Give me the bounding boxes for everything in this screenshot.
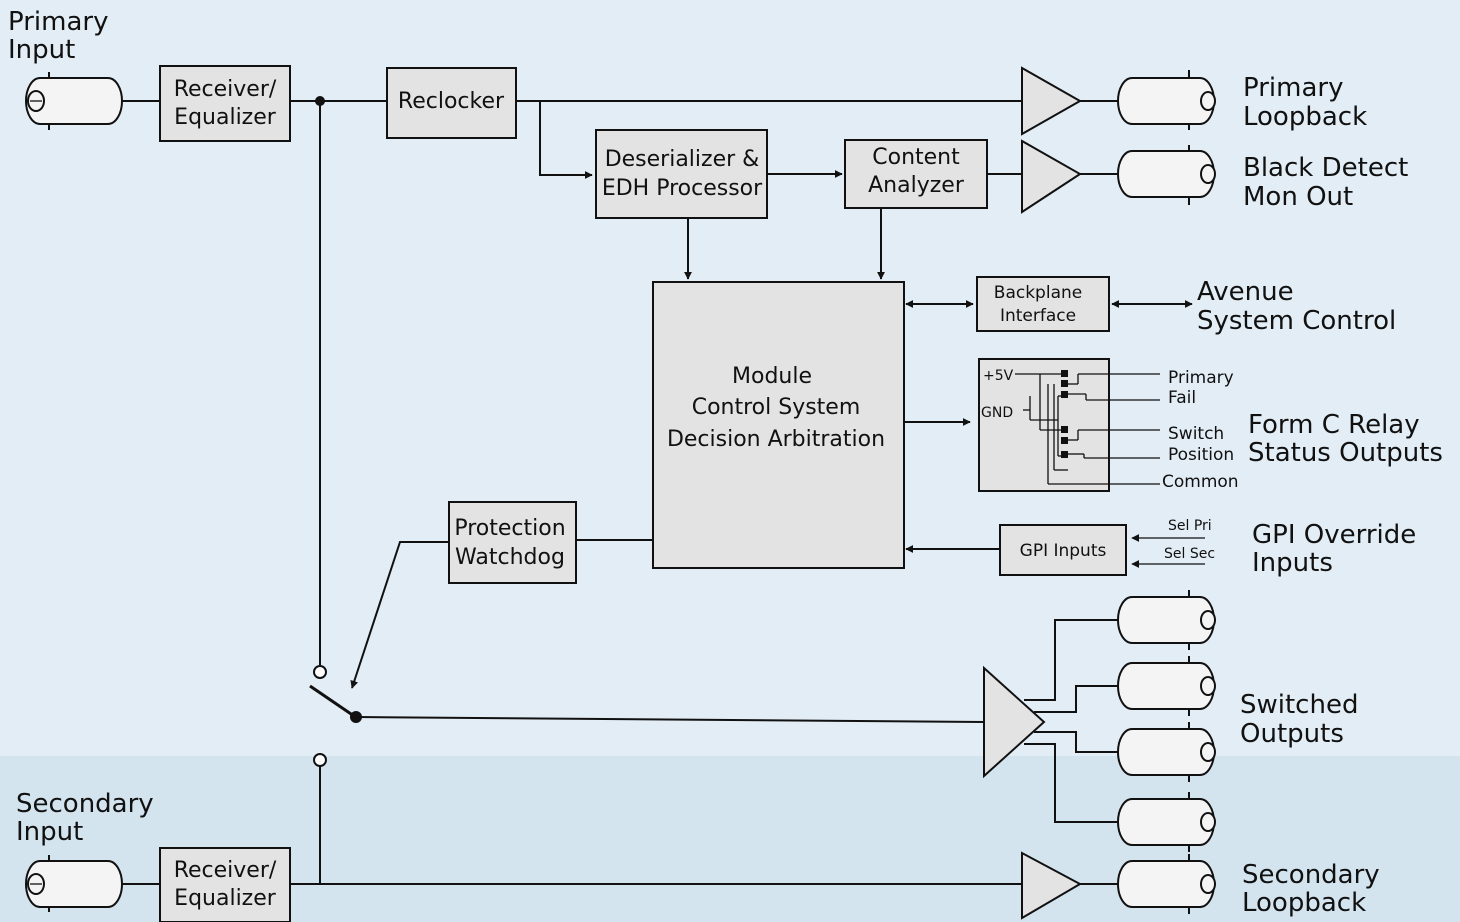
backplane-interface-block: Backplane Interface: [976, 276, 1110, 332]
secondary-loopback-connector: [1117, 854, 1216, 914]
reclocker-label: Reclocker: [398, 89, 505, 114]
avenue-line1: Avenue: [1197, 277, 1294, 307]
relay-position-label: Position: [1168, 445, 1234, 465]
primary-loopback-amplifier: [1021, 66, 1083, 136]
content-analyzer-block: Content Analyzer: [844, 139, 988, 209]
relay-plus5v-label: +5V: [983, 368, 1014, 384]
form-c-line1: Form C Relay: [1248, 410, 1420, 440]
receiver-equalizer-secondary: Receiver/ Equalizer: [159, 847, 291, 922]
reclocker-block: Reclocker: [386, 67, 517, 139]
secondary-input-line1: Secondary: [16, 789, 154, 819]
form-c-relay-label: Form C Relay Status Outputs: [1248, 410, 1443, 468]
primary-input-connector: [25, 72, 123, 130]
relay-gnd-label: GND: [981, 405, 1013, 421]
secondary-input-line2: Input: [16, 817, 83, 847]
black-detect-label: Black Detect Mon Out: [1243, 153, 1408, 212]
gpi-override-line2: Inputs: [1252, 548, 1333, 578]
relay-primary-label: Primary: [1168, 368, 1234, 388]
avenue-line2: System Control: [1197, 306, 1396, 336]
black-detect-line1: Black Detect: [1243, 153, 1408, 183]
gpi-sel-pri-label: Sel Pri: [1168, 518, 1212, 534]
backplane-label-line2: Interface: [1000, 306, 1076, 326]
secondary-input-label: Secondary Input: [16, 789, 154, 847]
avenue-label: Avenue System Control: [1197, 277, 1396, 336]
secondary-loopback-label: Secondary Loopback: [1242, 860, 1380, 918]
gpi-override-line1: GPI Override: [1252, 520, 1416, 550]
secondary-loopback-line2: Loopback: [1242, 888, 1366, 918]
module-control-label-line1: Module: [732, 364, 812, 389]
relay-switch-label: Switch: [1168, 424, 1224, 444]
gpi-inputs-block: GPI Inputs: [999, 524, 1127, 576]
receiver-label-line2: Equalizer: [174, 105, 277, 130]
module-control-block: Module Control System Decision Arbitrati…: [652, 281, 905, 569]
black-detect-amplifier: [1021, 139, 1082, 214]
relay-contacts: [1015, 370, 1160, 485]
black-detect-connector: [1117, 145, 1216, 205]
primary-input-label: Primary Input: [8, 7, 108, 65]
deserializer-block: Deserializer & EDH Processor: [595, 129, 768, 219]
switched-outputs-label: Switched Outputs: [1240, 690, 1358, 749]
signal-wires: [122, 96, 1205, 885]
protection-watchdog-block: Protection Watchdog: [448, 501, 577, 584]
protection-label-line1: Protection: [454, 516, 565, 541]
gpi-sel-sec-label: Sel Sec: [1164, 546, 1215, 562]
deserializer-label-line1: Deserializer &: [605, 147, 760, 172]
switched-outputs-line1: Switched: [1240, 690, 1358, 720]
gpi-inputs-label: GPI Inputs: [1020, 541, 1107, 561]
form-c-line2: Status Outputs: [1248, 438, 1443, 468]
receiver-label-line2: Equalizer: [174, 886, 277, 911]
switched-output-connector-1: [1117, 590, 1216, 650]
switched-output-connector-4: [1117, 792, 1216, 852]
primary-loopback-label: Primary Loopback: [1243, 73, 1367, 132]
primary-input-line2: Input: [8, 35, 75, 65]
relay-fail-label: Fail: [1168, 388, 1196, 408]
primary-loopback-connector: [1117, 70, 1216, 130]
switched-output-connector-2: [1117, 656, 1216, 716]
module-control-label-line2: Control System: [692, 395, 861, 420]
receiver-equalizer-primary: Receiver/ Equalizer: [159, 65, 291, 142]
primary-loopback-line2: Loopback: [1243, 102, 1367, 132]
module-control-label-line3: Decision Arbitration: [667, 427, 885, 452]
receiver-label-line1: Receiver/: [174, 858, 277, 883]
switched-outputs-line2: Outputs: [1240, 719, 1344, 749]
primary-loopback-line1: Primary: [1243, 73, 1343, 103]
gpi-override-label: GPI Override Inputs: [1252, 520, 1416, 578]
primary-input-line1: Primary: [8, 7, 108, 37]
switched-output-connector-3: [1117, 722, 1216, 782]
receiver-label-line1: Receiver/: [174, 77, 277, 102]
deserializer-label-line2: EDH Processor: [602, 176, 763, 201]
content-analyzer-label-line2: Analyzer: [868, 173, 965, 198]
secondary-loopback-amplifier: [1021, 851, 1083, 920]
black-detect-line2: Mon Out: [1243, 182, 1353, 212]
switched-output-amplifier: [983, 665, 1046, 779]
protection-label-line2: Watchdog: [455, 545, 565, 570]
relay-block: +5V GND: [978, 358, 1239, 492]
secondary-loopback-line1: Secondary: [1242, 860, 1380, 890]
secondary-input-connector: [25, 855, 123, 912]
relay-common-label: Common: [1162, 472, 1239, 492]
content-analyzer-label-line1: Content: [872, 145, 960, 170]
backplane-label-line1: Backplane: [994, 283, 1082, 303]
